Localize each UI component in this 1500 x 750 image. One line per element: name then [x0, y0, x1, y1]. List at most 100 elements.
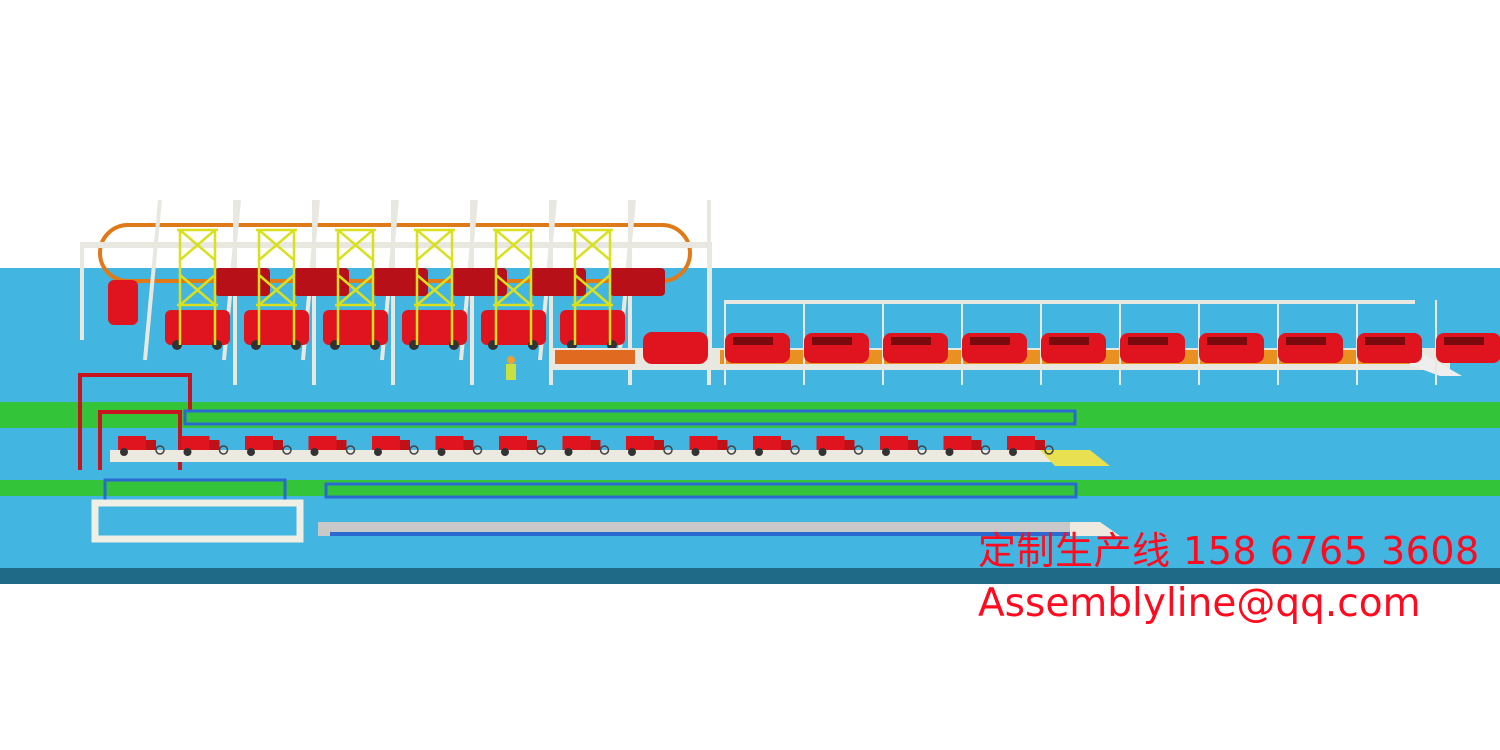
wheel [853, 445, 864, 455]
wheel [528, 340, 538, 350]
tricycle [245, 436, 273, 450]
tricycle-cab [273, 440, 283, 450]
wheel [472, 445, 483, 455]
lower-conveyor-lines [91, 478, 1120, 543]
wheel [628, 448, 636, 456]
lower-conveyor-side [330, 532, 1070, 536]
tricycle-cab [908, 440, 918, 450]
contact-phone-text: 定制生产线 158 6765 3608 [978, 529, 1480, 573]
lower-rail-frame [324, 482, 1078, 499]
hanging-van [323, 310, 388, 345]
tricycle [816, 436, 845, 450]
overhead-car-line [80, 199, 712, 385]
tricycle-cab [717, 440, 728, 450]
car-conveyor-line [550, 300, 1500, 385]
wheel [282, 445, 292, 455]
lower-conveyor-end [1070, 522, 1120, 536]
rear-car [531, 268, 586, 296]
tricycle-cab [1035, 440, 1045, 450]
car-window [733, 337, 773, 345]
fixture-base [91, 499, 304, 543]
wheel [409, 445, 419, 455]
car-window [1365, 337, 1405, 345]
car-window [970, 337, 1010, 345]
worker-head [507, 356, 515, 364]
hanging-van [402, 310, 467, 345]
loading-pad [555, 350, 635, 364]
rear-car [610, 268, 665, 296]
car-window [1049, 337, 1089, 345]
tricycle-cab [336, 440, 347, 450]
red-gantry [78, 373, 192, 470]
car-window [1444, 337, 1484, 345]
floor-edge [0, 568, 1500, 584]
wheel [564, 448, 573, 456]
tricycle [499, 436, 527, 450]
wheel [536, 445, 546, 455]
car-window [1286, 337, 1326, 345]
wheel [370, 340, 380, 350]
car-window [812, 337, 852, 345]
wheel [183, 448, 192, 456]
tricycle [372, 436, 400, 450]
wheel [501, 448, 509, 456]
wheel [247, 448, 255, 456]
wheel [449, 340, 459, 350]
upper-rail-frame [183, 409, 1077, 426]
wheel [291, 340, 301, 350]
wheel [1044, 445, 1054, 455]
hanging-van [165, 310, 230, 345]
tricycle-conveyor-line [78, 373, 1110, 470]
tricycle [943, 436, 972, 450]
contact-email-text: Assemblyline@qq.com [978, 581, 1421, 626]
wheel [374, 448, 382, 456]
hanging-car [108, 280, 138, 325]
wheel [755, 448, 763, 456]
tricycle-cab [844, 440, 855, 450]
wheel [437, 448, 446, 456]
scissor-hanger [572, 228, 613, 345]
wheel [212, 340, 222, 350]
tricycle [435, 436, 464, 450]
wheel [691, 448, 700, 456]
top-rail [725, 300, 1415, 304]
wheel [882, 448, 890, 456]
tricycle-cab [400, 440, 410, 450]
rear-car [294, 268, 349, 296]
wheel [818, 448, 827, 456]
hanging-van [560, 310, 625, 345]
wheel [120, 448, 128, 456]
tricycle-cab [971, 440, 982, 450]
scissor-hanger [414, 228, 455, 345]
tricycle-cab [654, 440, 664, 450]
scissor-hanger [256, 228, 297, 345]
wheel [790, 445, 800, 455]
car-window [891, 337, 931, 345]
tricycle-cab [463, 440, 474, 450]
car-window [1207, 337, 1247, 345]
rear-car [373, 268, 428, 296]
tricycle-cab [527, 440, 537, 450]
tricycle [308, 436, 337, 450]
scissor-hanger [493, 228, 534, 345]
wheel [980, 445, 991, 455]
wheel [599, 445, 610, 455]
wheel [1009, 448, 1017, 456]
tricycle [181, 436, 210, 450]
wheel [945, 448, 954, 456]
worker [506, 364, 516, 380]
green-lane-lower [0, 480, 1500, 496]
wheel [663, 445, 673, 455]
tricycle-cab [209, 440, 220, 450]
wheel [726, 445, 737, 455]
hanging-van [481, 310, 546, 345]
yellow-ramp [1040, 450, 1110, 466]
wheel [310, 448, 319, 456]
scissor-hanger [335, 228, 376, 345]
wheel [155, 445, 165, 455]
rear-car [452, 268, 507, 296]
rear-car [215, 268, 270, 296]
tricycle [753, 436, 781, 450]
